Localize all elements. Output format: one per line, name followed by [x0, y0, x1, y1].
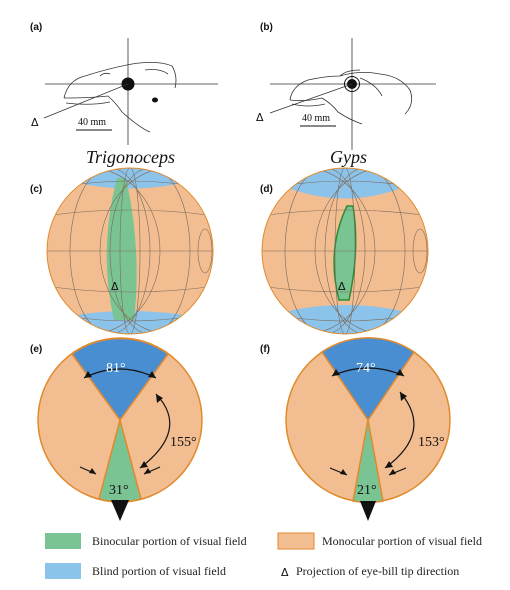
- bill-tip-f: [360, 501, 376, 521]
- panel-a-label: (a): [30, 22, 42, 33]
- legend-swatch-monocular: [277, 532, 315, 550]
- globe-c: [47, 168, 213, 334]
- panel-e-label: (e): [30, 344, 42, 355]
- head-outline-trigonoceps: [45, 38, 218, 145]
- monocular-angle-e: 155°: [170, 435, 197, 450]
- panel-c-label: (c): [30, 184, 42, 195]
- panel-c: (c) Δ: [30, 167, 214, 335]
- eye-marker-a: [121, 77, 135, 91]
- head-outline-gyps: [270, 38, 436, 150]
- binocular-angle-f: 21°: [357, 483, 377, 498]
- legend-label-binocular: Binocular portion of visual field: [92, 534, 247, 548]
- bill-projection-line-b: [269, 83, 353, 114]
- blind-field-bottom-d: [262, 305, 428, 334]
- legend-swatch-blind: [45, 563, 81, 579]
- panel-e: (e) 81° 155° 31°: [30, 337, 203, 521]
- projection-marker-d: Δ: [338, 280, 346, 293]
- projection-marker-c: Δ: [111, 280, 119, 293]
- panel-f-label: (f): [260, 344, 270, 355]
- monocular-arc-arrow-e: [139, 393, 171, 469]
- scale-label-b: 40 mm: [302, 113, 330, 124]
- legend-label-blind: Blind portion of visual field: [92, 564, 226, 578]
- bill-tip-e: [111, 500, 129, 521]
- bill-projection-line-a: [43, 83, 129, 119]
- blind-sector-f: [320, 337, 416, 422]
- binocular-tick-heads-e: [89, 468, 151, 474]
- panel-d-label: (d): [260, 184, 273, 195]
- species-name-gyps: Gyps: [330, 147, 367, 167]
- binocular-tick-heads-f: [340, 469, 396, 475]
- panel-d: (d) Δ: [260, 167, 429, 335]
- species-name-trigonoceps: Trigonoceps: [86, 147, 175, 167]
- globe-outline-c: [46, 167, 214, 335]
- blind-angle-f: 74°: [356, 361, 376, 376]
- blind-sector-e: [70, 337, 170, 422]
- legend-label-monocular: Monocular portion of visual field: [322, 534, 482, 548]
- ear-marker-a: [152, 97, 158, 103]
- legend-projection-symbol: Δ: [281, 566, 289, 579]
- blind-angle-e: 81°: [106, 361, 126, 376]
- projection-marker-a: Δ: [31, 116, 39, 129]
- monocular-angle-f: 153°: [418, 435, 445, 450]
- monocular-arc-arrow-f: [384, 391, 415, 469]
- projection-marker-b: Δ: [256, 111, 264, 124]
- legend-label-projection: Projection of eye-bill tip direction: [296, 564, 459, 578]
- panel-b-label: (b): [260, 22, 273, 33]
- panel-b: (b) Δ 40 mm Gyps: [256, 22, 436, 167]
- panel-f: (f) 74° 153° 21°: [260, 337, 451, 521]
- binocular-field-d: [333, 205, 357, 301]
- scale-label-a: 40 mm: [78, 117, 106, 128]
- panel-a: (a) Δ 40 mm Trigonoceps: [30, 22, 218, 167]
- binocular-angle-e: 31°: [109, 483, 129, 498]
- globe-outline-d: [261, 167, 429, 335]
- legend: Binocular portion of visual field Monocu…: [45, 532, 482, 579]
- legend-swatch-binocular: [45, 533, 81, 549]
- eye-ring-b: [344, 76, 360, 92]
